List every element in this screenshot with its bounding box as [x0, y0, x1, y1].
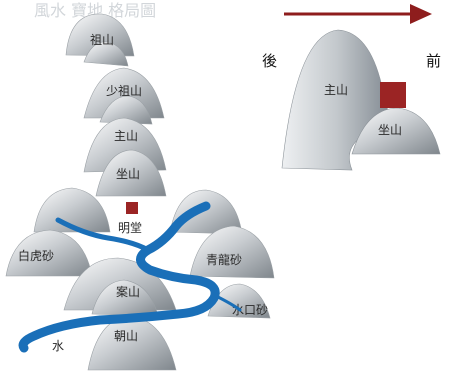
mountain-zu-shan: 祖山 — [65, 13, 135, 67]
faint-header-text: 風水 寶地 格局圖 — [34, 1, 156, 20]
label-qing-long-sha: 青龍砂 — [206, 252, 242, 267]
plan-view: 祖山 少祖山 主山 坐山 白虎砂 青龍砂 — [5, 13, 275, 371]
label-section-main-mountain: 主山 — [324, 83, 348, 97]
site-marker — [126, 202, 138, 214]
label-zu-shan: 祖山 — [90, 32, 114, 47]
mountain-zuo-shan: 坐山 — [95, 149, 167, 197]
direction-arrow-head — [410, 4, 432, 24]
label-shao-zu-shan: 少祖山 — [106, 83, 142, 98]
label-bai-hu-sha: 白虎砂 — [18, 248, 54, 263]
mountain-shao-zu-shan: 少祖山 — [83, 67, 165, 125]
label-zuo-shan: 坐山 — [116, 167, 140, 181]
mountain-bai-hu-sha: 白虎砂 — [5, 187, 111, 277]
label-shui-kou-sha: 水口砂 — [232, 303, 268, 317]
section-view: 後 前 主山 坐山 — [262, 4, 441, 171]
section-seat-mountain — [351, 107, 441, 155]
label-water: 水 — [52, 339, 64, 353]
river — [18, 201, 242, 353]
label-chao-shan: 朝山 — [114, 329, 138, 343]
mountain-shui-kou-sha: 水口砂 — [207, 283, 271, 319]
label-back: 後 — [262, 52, 277, 70]
label-an-shan: 案山 — [116, 284, 140, 299]
mountain-chao-shan: 朝山 — [87, 315, 177, 371]
mountain-qing-long-sha: 青龍砂 — [169, 189, 275, 279]
label-front: 前 — [426, 52, 441, 70]
section-site-marker — [380, 82, 406, 108]
label-ming-tang: 明堂 — [118, 221, 142, 235]
label-zhu-shan: 主山 — [114, 129, 138, 143]
label-section-seat-mountain: 坐山 — [378, 123, 402, 137]
